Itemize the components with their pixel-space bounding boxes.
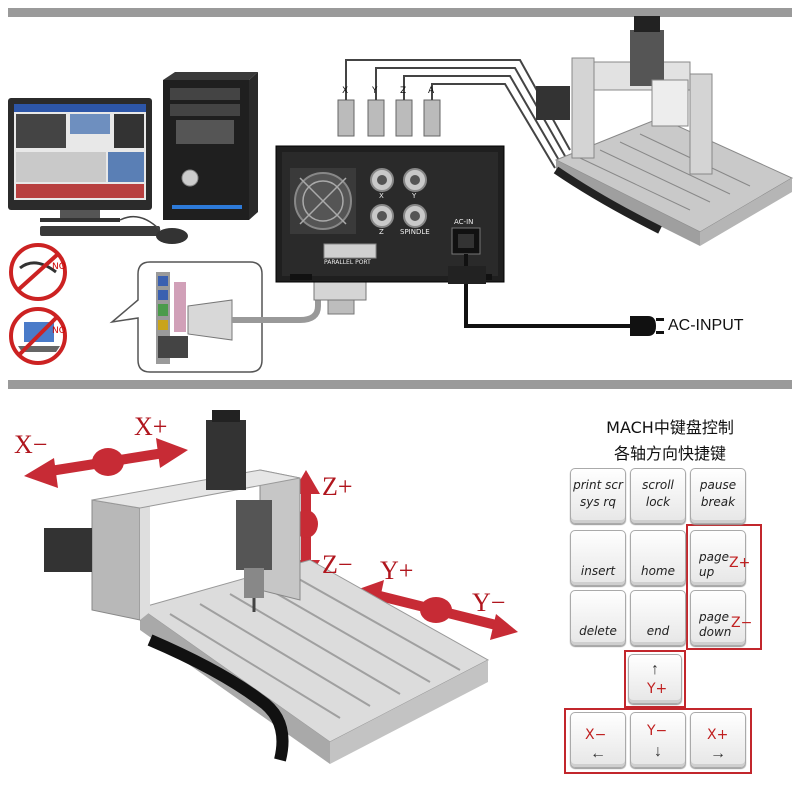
key-home[interactable]: home xyxy=(630,530,686,586)
key-insert[interactable]: insert xyxy=(570,530,626,586)
key-page-down-axis: Z− xyxy=(731,615,752,631)
axis-label-y-plus: Y+ xyxy=(380,558,413,584)
key-arrow-up[interactable]: ↑ Y+ xyxy=(628,654,682,704)
key-arrow-down[interactable]: Y− ↓ xyxy=(630,712,686,768)
axis-label-z-plus: Z+ xyxy=(322,474,353,500)
key-arrow-left[interactable]: X− ← xyxy=(570,712,626,768)
arrow-left-icon: ← xyxy=(571,745,625,763)
key-print-screen[interactable]: print scr sys rq xyxy=(570,468,626,524)
axis-label-z-minus: Z− xyxy=(322,552,353,578)
key-page-up[interactable]: page up Z+ xyxy=(690,530,746,586)
arrow-right-icon: → xyxy=(691,745,745,763)
x-axis-arrow xyxy=(24,438,188,488)
arrow-down-icon: ↓ xyxy=(631,743,685,761)
key-arrow-left-axis: X− xyxy=(585,727,606,743)
key-page-up-axis: Z+ xyxy=(729,555,750,571)
axis-label-x-minus: X− xyxy=(14,432,47,458)
key-end[interactable]: end xyxy=(630,590,686,646)
key-scroll-lock[interactable]: scroll lock xyxy=(630,468,686,524)
key-arrow-right-axis: X+ xyxy=(707,727,728,743)
keyboard-title-line2: 各轴方向快捷键 xyxy=(560,440,780,464)
key-arrow-down-axis: Y− xyxy=(647,723,667,739)
axis-label-y-minus: Y− xyxy=(472,590,505,616)
key-arrow-up-axis: Y+ xyxy=(647,681,667,697)
key-page-down[interactable]: page down Z− xyxy=(690,590,746,646)
key-pause-break[interactable]: pause break xyxy=(690,468,746,524)
arrow-up-icon: ↑ xyxy=(629,661,681,679)
key-delete[interactable]: delete xyxy=(570,590,626,646)
keyboard-title-line1: MACH中键盘控制 xyxy=(560,414,780,438)
key-arrow-right[interactable]: X+ → xyxy=(690,712,746,768)
axis-label-x-plus: X+ xyxy=(134,414,167,440)
